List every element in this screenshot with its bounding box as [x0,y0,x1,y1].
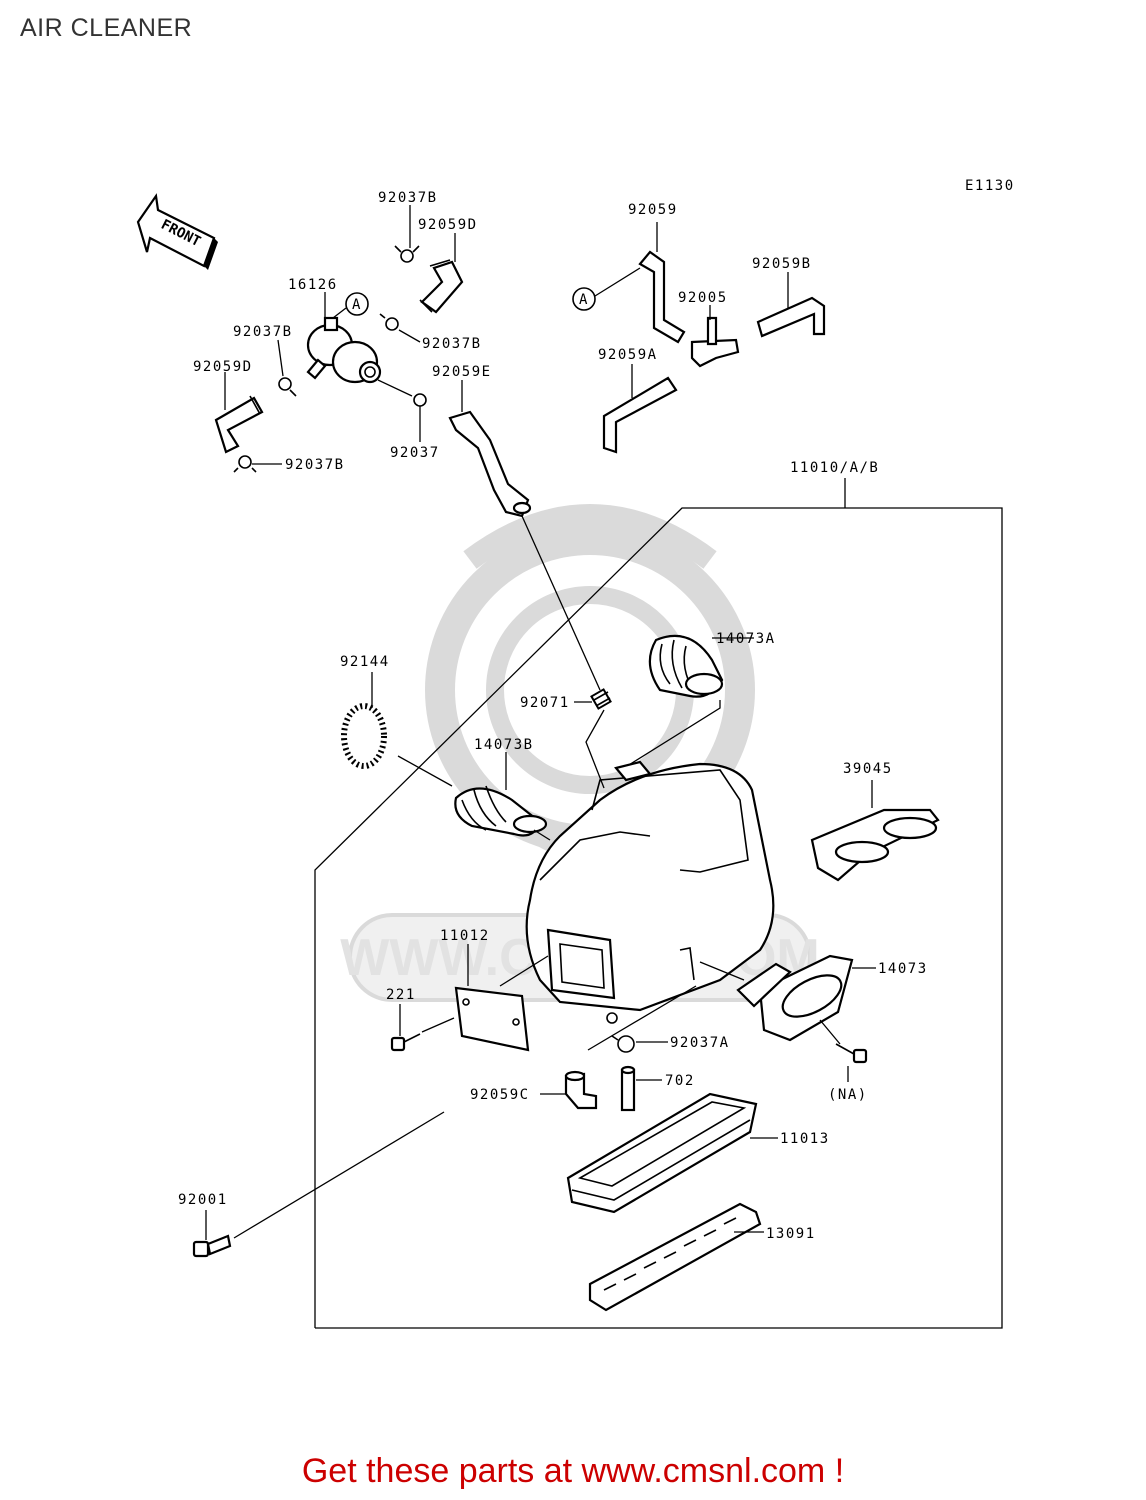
label-92059d-left: 92059D [193,359,253,375]
svg-text:A: A [352,297,362,313]
bolt-92001-icon [192,1234,232,1258]
clip-92037b-icon [394,245,420,263]
label-92037b-bottom: 92037B [285,457,345,473]
ref-marker-a-left [345,292,369,316]
hose-92059b-icon [756,296,826,338]
label-92037: 92037 [390,445,440,461]
spring-92071-icon [590,688,612,710]
screen-13091-icon [588,1202,762,1312]
label-92037b-left: 92037B [233,324,293,340]
diagram-code: E1130 [965,178,1015,194]
footer-promo-link[interactable]: Get these parts at www.cmsnl.com ! [301,1452,845,1490]
elbow-92059c-icon [564,1070,598,1110]
duct-14073-icon [736,954,854,1042]
hose-92059-icon [638,250,686,344]
screw-221-icon [390,1033,421,1052]
label-na: (NA) [828,1087,868,1103]
label-92059: 92059 [628,202,678,218]
plate-11012-icon [454,986,530,1052]
label-92037b-mid: 92037B [422,336,482,352]
assembly-outline [314,507,1003,1329]
label-92059b: 92059B [752,256,812,272]
clip-92037a-icon [611,1035,635,1053]
label-92059e: 92059E [432,364,492,380]
label-92001: 92001 [178,1192,228,1208]
label-92059a: 92059A [598,347,658,363]
boot-14073b-icon [454,785,548,837]
label-702: 702 [665,1073,695,1089]
hose-92059d-left-icon [214,395,264,454]
svg-text:A: A [579,292,589,308]
joint-92005-icon [690,316,740,368]
hose-92059a-icon [602,376,678,454]
label-11012: 11012 [440,928,490,944]
label-14073a: 14073A [716,631,776,647]
label-92071: 92071 [520,695,570,711]
air-cleaner-housing-icon [525,760,775,1024]
spring-92144-icon [341,703,387,769]
clip-92037b-left-icon [278,377,297,397]
label-221: 221 [386,987,416,1003]
tube-702-icon [620,1065,636,1112]
clip-92037b-mid-icon [379,313,399,331]
label-11010: 11010/A/B [790,460,879,476]
ref-marker-a-right [572,287,596,311]
clip-92037b-bottom-icon [233,455,257,473]
label-16126: 16126 [288,277,338,293]
hose-92059d-top-icon [419,259,464,314]
label-11013: 11013 [780,1131,830,1147]
boot-14073a-icon [648,634,724,698]
label-92037a: 92037A [670,1035,730,1051]
page-title: AIR CLEANER [20,14,193,42]
hose-92059e-icon [448,410,532,518]
valve-16126-icon [306,316,382,384]
label-92059d-top: 92059D [418,217,478,233]
label-92059c: 92059C [470,1087,530,1103]
label-14073: 14073 [878,961,928,977]
label-39045: 39045 [843,761,893,777]
label-92037b-top: 92037B [378,190,438,206]
clip-92037-icon [413,393,427,407]
front-arrow-icon: FRONT [136,193,218,270]
label-14073b: 14073B [474,737,534,753]
label-13091: 13091 [766,1226,816,1242]
label-92005: 92005 [678,290,728,306]
duct-39045-icon [810,808,940,882]
bolt-na-icon [835,1043,868,1064]
label-92144: 92144 [340,654,390,670]
filter-element-11013-icon [566,1092,758,1214]
